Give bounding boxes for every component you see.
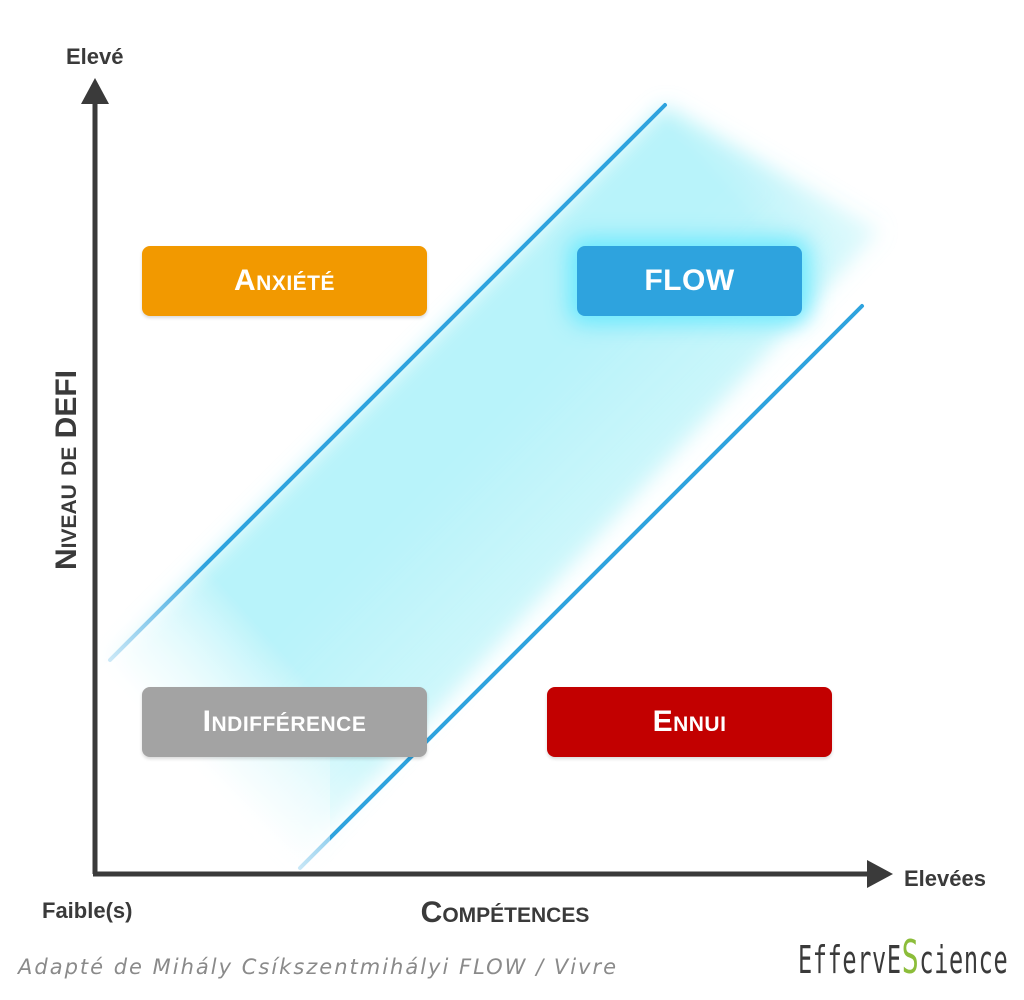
- flow-channel-lower-line: [298, 304, 864, 870]
- x-axis-arrowhead: [867, 860, 893, 888]
- brand-logo: EffervEScience: [798, 930, 1008, 984]
- zone-flow: FLOW: [577, 246, 802, 316]
- zone-boredom: Ennui: [547, 687, 832, 757]
- brand-logo-part1: EffervE: [798, 938, 902, 982]
- x-axis-low-label: Faible(s): [42, 898, 133, 923]
- x-axis-title: Compétences: [420, 896, 590, 929]
- y-axis-high-label: Elevé: [66, 44, 124, 69]
- brand-logo-part2: cience: [919, 938, 1009, 982]
- brand-logo-accent: S: [901, 930, 920, 984]
- zone-anxiety: Anxiété: [142, 246, 427, 316]
- zone-indifference: Indifférence: [142, 687, 427, 757]
- y-axis-title: Niveau de DEFI: [50, 369, 83, 571]
- x-axis-high-label: Elevées: [904, 866, 986, 891]
- y-axis-arrowhead: [81, 78, 109, 104]
- source-credit: Adapté de Mihály Csíkszentmihályi FLOW /…: [18, 955, 619, 979]
